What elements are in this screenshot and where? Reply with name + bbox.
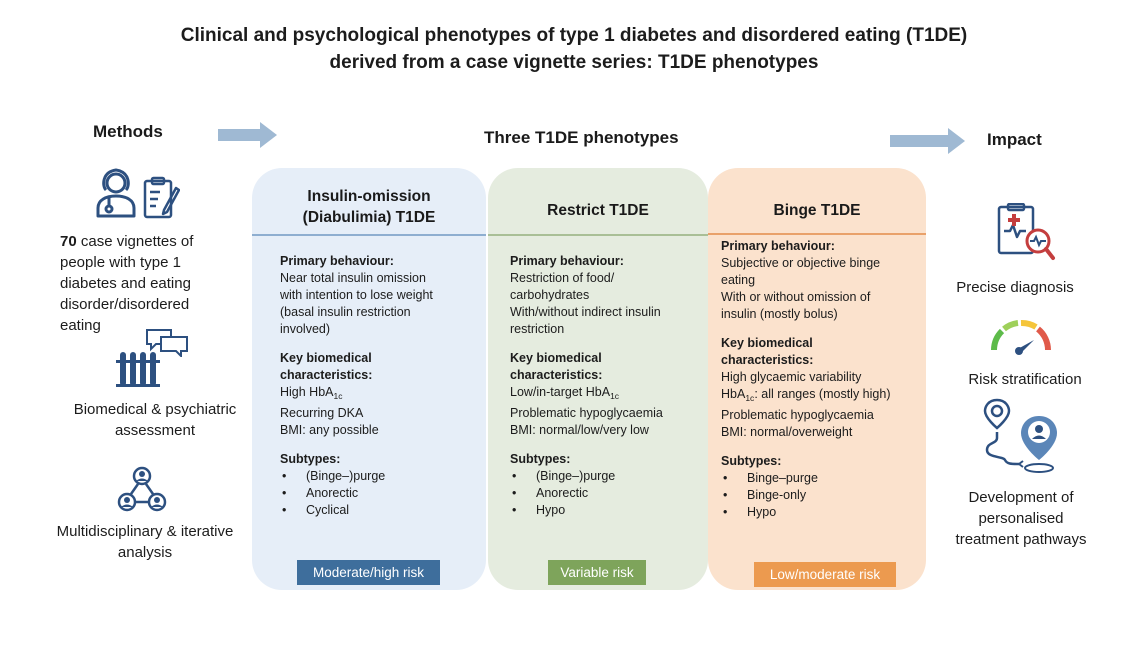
impact-arrow [890, 128, 970, 154]
card-title-line-2: (Diabulimia) T1DE [302, 209, 436, 226]
hba-subscript: 1c [610, 391, 620, 401]
hba-subscript: 1c [333, 391, 343, 401]
primary-line: (basal insulin restriction [280, 305, 411, 319]
subtype-item: Anorectic [280, 485, 480, 502]
clipboard-icon [143, 176, 180, 219]
key-heading: Key biomedical [280, 351, 372, 365]
assessment-text: Biomedical & psychiatric assessment [73, 401, 237, 439]
medical-report-icon [997, 203, 1055, 260]
key-hba-line: Low/in-target HbA1c [510, 384, 706, 405]
vignette-count: 70 [60, 233, 77, 250]
primary-line: with intention to lose weight [280, 288, 433, 302]
subtype-item: Binge-only [721, 487, 923, 504]
subtype-item: Hypo [510, 502, 706, 519]
title-line-1: Clinical and psychological phenotypes of… [180, 25, 968, 46]
primary-line: Restriction of food/ [510, 271, 615, 285]
test-tubes-icon [116, 352, 160, 387]
subtypes-heading: Subtypes: [510, 452, 571, 466]
risk-badge: Variable risk [548, 560, 646, 585]
team-network-icon [117, 466, 167, 512]
card-divider [708, 233, 926, 235]
primary-line: With or without omission of [721, 290, 871, 304]
subtype-list: Binge–purge Binge-only Hypo [721, 470, 923, 521]
restrict-card: Restrict T1DE Primary behaviour: Restric… [488, 168, 708, 590]
analysis-text: Multidisciplinary & iterative analysis [56, 523, 234, 561]
risk-badge: Moderate/high risk [297, 560, 440, 585]
primary-line: eating [721, 273, 756, 287]
primary-line: insulin (mostly bolus) [721, 307, 838, 321]
subtype-list: (Binge–)purge Anorectic Hypo [510, 468, 706, 519]
key-heading: Key biomedical [721, 336, 813, 350]
subtypes-heading: Subtypes: [721, 454, 782, 468]
title-line-2: derived from a case vignette series: T1D… [329, 52, 819, 73]
hba-text: HbA [721, 387, 746, 401]
doctor-icon [96, 168, 136, 218]
subtype-item: (Binge–)purge [510, 468, 706, 485]
methods-heading: Methods [93, 122, 163, 141]
key-heading: Key biomedical [510, 351, 602, 365]
card-title: Binge T1DE [773, 202, 861, 219]
hba-text: Low/in-target HbA [510, 385, 611, 399]
figure-title: Clinical and psychological phenotypes of… [0, 22, 1148, 76]
primary-line: Subjective or objective binge [721, 256, 881, 270]
subtype-item: Anorectic [510, 485, 706, 502]
card-divider [488, 234, 708, 236]
key-line: BMI: any possible [280, 423, 379, 437]
key-line: Recurring DKA [280, 406, 364, 420]
hba-text: High HbA [280, 385, 334, 399]
pathway-map-icon [983, 398, 1057, 473]
primary-line: carbohydrates [510, 288, 590, 302]
card-title-line-1: Insulin-omission [307, 188, 431, 205]
card-body: Primary behaviour: Restriction of food/ … [510, 253, 706, 519]
key-line: BMI: normal/overweight [721, 425, 853, 439]
primary-line: With/without indirect insulin [510, 305, 661, 319]
card-body: Primary behaviour: Subjective or objecti… [721, 238, 923, 521]
subtype-item: Cyclical [280, 502, 480, 519]
key-hba-line: High HbA1c [280, 384, 480, 405]
key-hba-line: HbA1c: all ranges (mostly high) [721, 386, 923, 407]
card-title: Restrict T1DE [547, 202, 649, 219]
precise-diagnosis-text: Precise diagnosis [956, 279, 1074, 296]
vignette-description: case vignettes of people with type 1 dia… [60, 233, 194, 334]
risk-badge: Low/moderate risk [754, 562, 896, 587]
subtypes-heading: Subtypes: [280, 452, 341, 466]
key-heading: characteristics: [510, 368, 603, 382]
subtype-item: Hypo [721, 504, 923, 521]
primary-heading: Primary behaviour: [721, 239, 835, 253]
pathways-text: Development of personalised treatment pa… [955, 489, 1087, 548]
key-line: BMI: normal/low/very low [510, 423, 649, 437]
subtype-item: Binge–purge [721, 470, 923, 487]
speech-bubbles-icon [146, 329, 188, 357]
key-line: Problematic hypoglycaemia [721, 408, 874, 422]
hba-suffix: : all ranges (mostly high) [754, 387, 891, 401]
insulin-omission-card: Insulin-omission (Diabulimia) T1DE Prima… [252, 168, 486, 590]
methods-arrow [218, 122, 278, 148]
risk-stratification-text: Risk stratification [968, 371, 1082, 388]
card-title: Insulin-omission (Diabulimia) T1DE [252, 186, 486, 228]
subtype-item: (Binge–)purge [280, 468, 480, 485]
key-line: High glycaemic variability [721, 370, 862, 384]
card-body: Primary behaviour: Near total insulin om… [280, 253, 480, 519]
phenotypes-heading: Three T1DE phenotypes [484, 128, 679, 147]
subtype-list: (Binge–)purge Anorectic Cyclical [280, 468, 480, 519]
card-divider [252, 234, 486, 236]
primary-line: Near total insulin omission [280, 271, 426, 285]
risk-gauge-icon [991, 320, 1052, 355]
hba-subscript: 1c [745, 393, 755, 403]
binge-card: Binge T1DE Primary behaviour: Subjective… [708, 168, 926, 590]
key-heading: characteristics: [280, 368, 373, 382]
primary-heading: Primary behaviour: [510, 254, 624, 268]
case-vignettes-text: 70 case vignettes of people with type 1 … [60, 231, 228, 336]
impact-heading: Impact [987, 130, 1042, 149]
primary-line: involved) [280, 322, 331, 336]
primary-line: restriction [510, 322, 565, 336]
primary-heading: Primary behaviour: [280, 254, 394, 268]
key-heading: characteristics: [721, 353, 814, 367]
key-line: Problematic hypoglycaemia [510, 406, 663, 420]
